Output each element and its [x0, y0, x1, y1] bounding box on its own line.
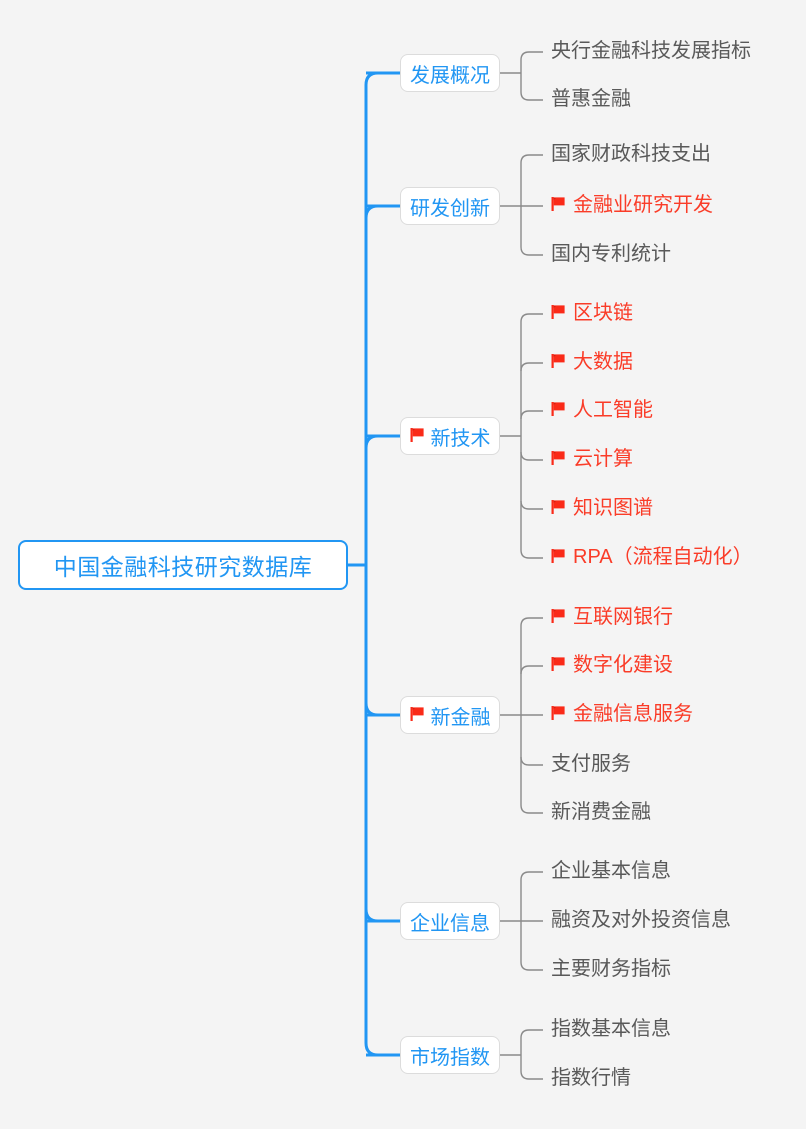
leaf-node-5-3[interactable]: 主要财务指标: [551, 959, 671, 979]
leaf-node-label: 互联网银行: [573, 606, 673, 628]
red-flag-icon: [410, 427, 425, 443]
leaf-node-label: RPA（流程自动化）: [573, 546, 753, 568]
leaf-node-2-1[interactable]: 国家财政科技支出: [551, 144, 711, 164]
leaf-node-label: 知识图谱: [573, 497, 653, 519]
leaf-node-3-1[interactable]: 区块链: [551, 303, 633, 323]
leaf-node-1-2[interactable]: 普惠金融: [551, 89, 631, 109]
root-node-label: 中国金融科技研究数据库: [53, 554, 313, 580]
leaf-node-4-2[interactable]: 数字化建设: [551, 655, 673, 675]
leaf-node-label: 普惠金融: [551, 88, 631, 110]
leaf-node-6-2[interactable]: 指数行情: [551, 1068, 631, 1088]
red-flag-icon: [551, 196, 566, 212]
leaf-node-4-5[interactable]: 新消费金融: [551, 802, 651, 822]
branch-node-label: 市场指数: [410, 1046, 490, 1069]
branch-node-1[interactable]: 发展概况: [400, 54, 500, 92]
red-flag-icon: [551, 705, 566, 721]
branch-node-2[interactable]: 研发创新: [400, 187, 500, 225]
leaf-node-label: 主要财务指标: [551, 958, 671, 980]
leaf-node-label: 国内专利统计: [551, 243, 671, 265]
leaf-node-3-4[interactable]: 云计算: [551, 449, 633, 469]
leaf-node-3-2[interactable]: 大数据: [551, 352, 633, 372]
red-flag-icon: [551, 401, 566, 417]
branch-node-label: 发展概况: [410, 64, 490, 87]
leaf-node-label: 人工智能: [573, 399, 653, 421]
leaf-node-6-1[interactable]: 指数基本信息: [551, 1019, 671, 1039]
branch-node-4[interactable]: 新金融: [400, 696, 500, 734]
leaf-node-label: 金融业研究开发: [573, 194, 713, 216]
leaf-node-label: 企业基本信息: [551, 860, 671, 882]
red-flag-icon: [551, 656, 566, 672]
leaf-node-3-3[interactable]: 人工智能: [551, 400, 653, 420]
leaf-node-4-1[interactable]: 互联网银行: [551, 607, 673, 627]
leaf-node-2-2[interactable]: 金融业研究开发: [551, 195, 713, 215]
leaf-node-4-3[interactable]: 金融信息服务: [551, 704, 693, 724]
leaf-node-label: 大数据: [573, 351, 633, 373]
branch-node-6[interactable]: 市场指数: [400, 1036, 500, 1074]
branch-node-label: 企业信息: [410, 912, 490, 935]
leaf-node-1-1[interactable]: 央行金融科技发展指标: [551, 41, 751, 61]
branch-node-label: 新金融: [430, 706, 491, 729]
red-flag-icon: [551, 450, 566, 466]
leaf-node-label: 央行金融科技发展指标: [551, 40, 751, 62]
leaf-node-label: 国家财政科技支出: [551, 143, 711, 165]
branch-node-label: 研发创新: [410, 197, 490, 220]
leaf-node-4-4[interactable]: 支付服务: [551, 754, 631, 774]
root-node[interactable]: 中国金融科技研究数据库: [18, 540, 348, 590]
red-flag-icon: [551, 304, 566, 320]
red-flag-icon: [551, 353, 566, 369]
red-flag-icon: [410, 706, 425, 722]
leaf-node-5-1[interactable]: 企业基本信息: [551, 861, 671, 881]
leaf-node-2-3[interactable]: 国内专利统计: [551, 244, 671, 264]
leaf-node-label: 云计算: [573, 448, 633, 470]
leaf-node-3-5[interactable]: 知识图谱: [551, 498, 653, 518]
leaf-node-label: 新消费金融: [551, 801, 651, 823]
leaf-node-label: 融资及对外投资信息: [551, 909, 731, 931]
leaf-node-label: 支付服务: [551, 753, 631, 775]
red-flag-icon: [551, 499, 566, 515]
branch-node-3[interactable]: 新技术: [400, 417, 500, 455]
leaf-node-label: 区块链: [573, 302, 633, 324]
leaf-node-3-6[interactable]: RPA（流程自动化）: [551, 547, 753, 567]
branch-node-label: 新技术: [430, 427, 491, 450]
leaf-node-label: 数字化建设: [573, 654, 673, 676]
branch-node-5[interactable]: 企业信息: [400, 902, 500, 940]
red-flag-icon: [551, 608, 566, 624]
leaf-node-label: 金融信息服务: [573, 703, 693, 725]
leaf-node-label: 指数行情: [551, 1067, 631, 1089]
leaf-node-5-2[interactable]: 融资及对外投资信息: [551, 910, 731, 930]
red-flag-icon: [551, 548, 566, 564]
leaf-node-label: 指数基本信息: [551, 1018, 671, 1040]
